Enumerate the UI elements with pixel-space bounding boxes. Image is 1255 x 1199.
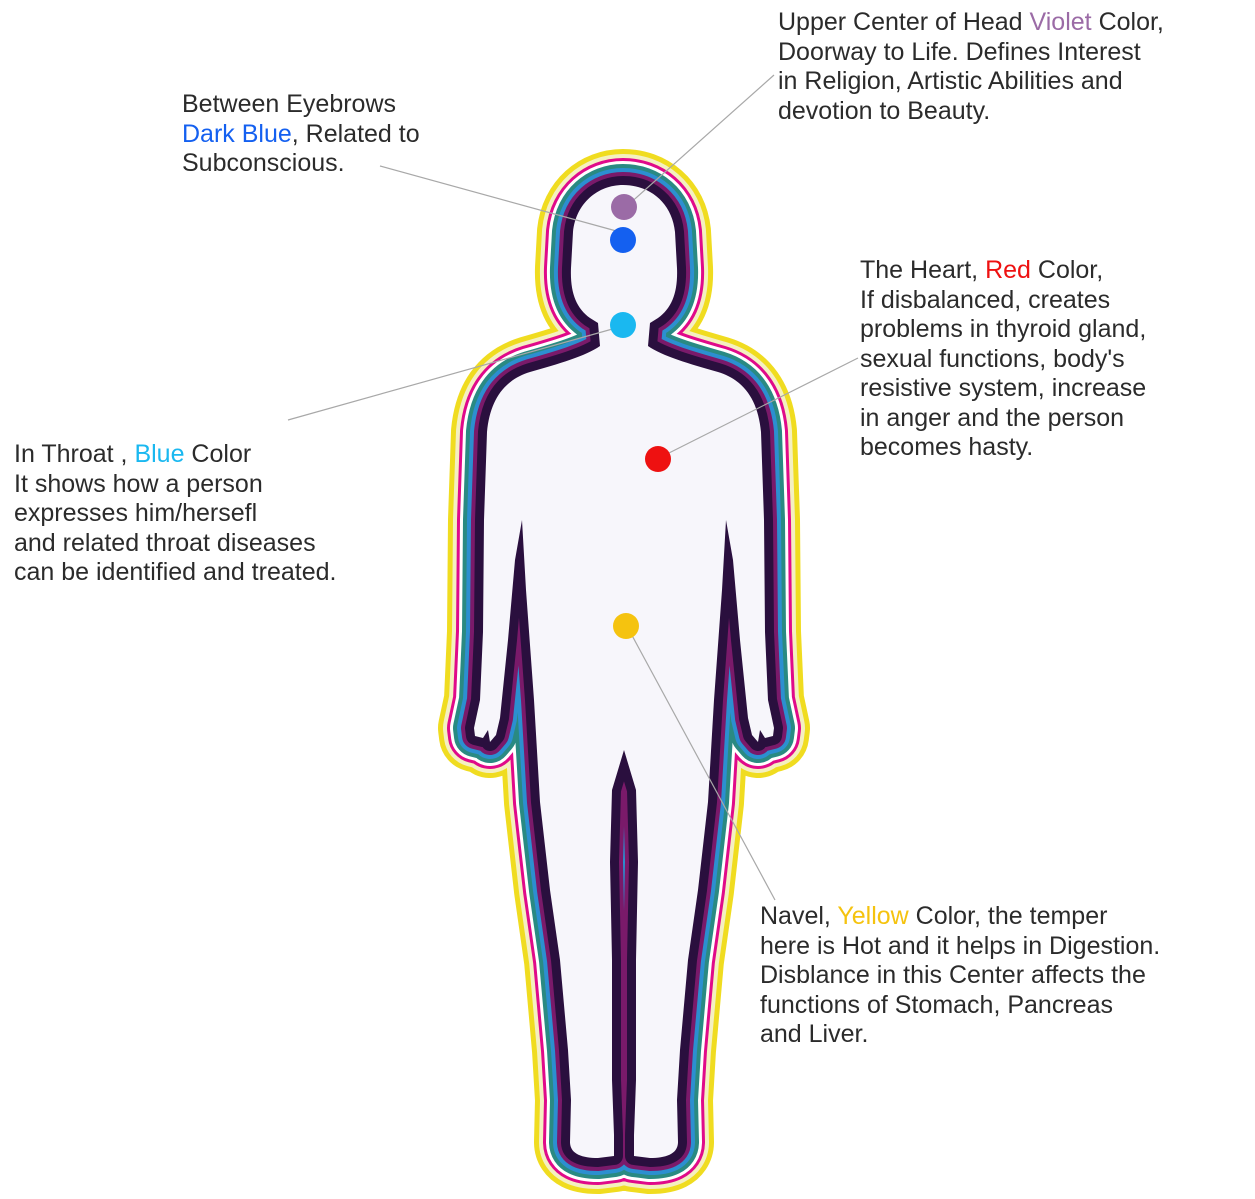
brow-annotation-line-1: Between Eyebrows bbox=[182, 90, 420, 120]
brow-annotation-line-3: Subconscious. bbox=[182, 149, 420, 179]
navel-center-dot bbox=[613, 613, 639, 639]
heart-annotation-line-7: becomes hasty. bbox=[860, 433, 1146, 463]
crown-annotation-line-2: Doorway to Life. Defines Interest bbox=[778, 38, 1164, 68]
heart-annotation: The Heart, Red Color, If disbalanced, cr… bbox=[860, 256, 1146, 463]
throat-annotation-line-2: It shows how a person bbox=[14, 470, 336, 500]
crown-text-prefix: Upper Center of Head bbox=[778, 8, 1030, 36]
throat-text-suffix: Color bbox=[184, 440, 251, 468]
crown-annotation-line-4: devotion to Beauty. bbox=[778, 97, 1164, 127]
crown-text-suffix: Color, bbox=[1092, 8, 1164, 36]
throat-annotation-line-3: expresses him/hersefl bbox=[14, 499, 336, 529]
heart-annotation-line-4: sexual functions, body's bbox=[860, 345, 1146, 375]
throat-annotation-line-1: In Throat , Blue Color bbox=[14, 440, 336, 470]
heart-annotation-line-6: in anger and the person bbox=[860, 404, 1146, 434]
brow-color-word: Dark Blue bbox=[182, 120, 292, 148]
heart-center-dot bbox=[645, 446, 671, 472]
brow-text-suffix: , Related to bbox=[292, 120, 420, 148]
leader-line-crown bbox=[628, 75, 774, 205]
brow-center-dot bbox=[610, 227, 636, 253]
throat-annotation-line-4: and related throat diseases bbox=[14, 529, 336, 559]
navel-color-word: Yellow bbox=[837, 902, 908, 930]
heart-annotation-line-1: The Heart, Red Color, bbox=[860, 256, 1146, 286]
crown-color-word: Violet bbox=[1030, 8, 1092, 36]
heart-annotation-line-3: problems in thyroid gland, bbox=[860, 315, 1146, 345]
navel-annotation-line-3: Disblance in this Center affects the bbox=[760, 961, 1160, 991]
navel-text-prefix: Navel, bbox=[760, 902, 837, 930]
heart-text-prefix: The Heart, bbox=[860, 256, 985, 284]
navel-annotation-line-1: Navel, Yellow Color, the temper bbox=[760, 902, 1160, 932]
crown-annotation-line-3: in Religion, Artistic Abilities and bbox=[778, 67, 1164, 97]
navel-annotation: Navel, Yellow Color, the temper here is … bbox=[760, 902, 1160, 1050]
heart-text-suffix: Color, bbox=[1031, 256, 1103, 284]
heart-annotation-line-2: If disbalanced, creates bbox=[860, 286, 1146, 316]
throat-annotation-line-5: can be identified and treated. bbox=[14, 558, 336, 588]
crown-center-dot bbox=[611, 194, 637, 220]
throat-color-word: Blue bbox=[134, 440, 184, 468]
crown-annotation: Upper Center of Head Violet Color, Doorw… bbox=[778, 8, 1164, 126]
heart-color-word: Red bbox=[985, 256, 1031, 284]
brow-annotation-line-2: Dark Blue, Related to bbox=[182, 120, 420, 150]
brow-annotation: Between Eyebrows Dark Blue, Related to S… bbox=[182, 90, 420, 179]
crown-annotation-line-1: Upper Center of Head Violet Color, bbox=[778, 8, 1164, 38]
navel-annotation-line-4: functions of Stomach, Pancreas bbox=[760, 991, 1160, 1021]
heart-annotation-line-5: resistive system, increase bbox=[860, 374, 1146, 404]
throat-text-prefix: In Throat , bbox=[14, 440, 134, 468]
navel-annotation-line-5: and Liver. bbox=[760, 1020, 1160, 1050]
throat-annotation: In Throat , Blue Color It shows how a pe… bbox=[14, 440, 336, 588]
throat-center-dot bbox=[610, 312, 636, 338]
navel-annotation-line-2: here is Hot and it helps in Digestion. bbox=[760, 932, 1160, 962]
navel-text-suffix: Color, the temper bbox=[909, 902, 1108, 930]
